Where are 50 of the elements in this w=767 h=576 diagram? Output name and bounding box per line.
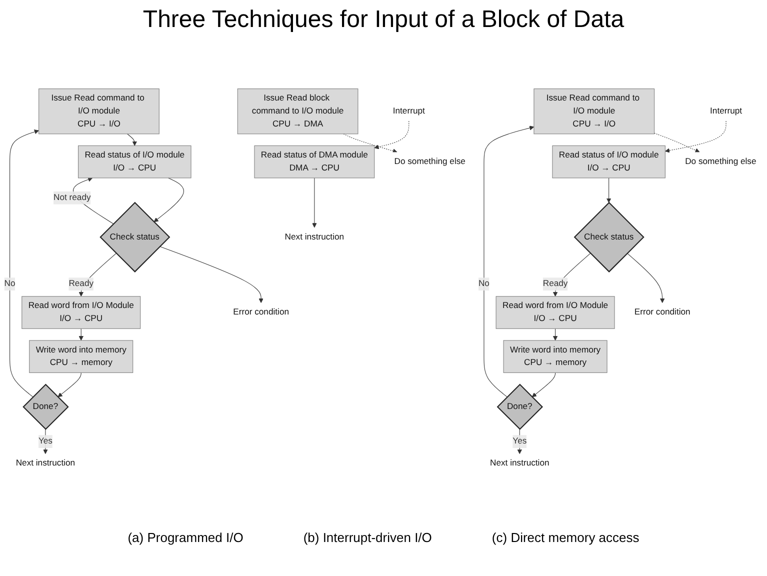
edge-label: Ready bbox=[68, 279, 94, 288]
arrow bbox=[606, 178, 612, 203]
arrow bbox=[654, 132, 700, 153]
node-box: Read status of I/O module I/O → CPU bbox=[552, 145, 666, 178]
node-box: Issue Read command to I/O module CPU → I/O bbox=[534, 88, 655, 134]
figure-caption: (c) Direct memory access bbox=[492, 530, 640, 545]
edge-label: Ready bbox=[542, 279, 568, 288]
node-text: Next instruction bbox=[490, 458, 550, 468]
node-box: Write word into memory CPU → memory bbox=[29, 340, 134, 373]
arrow bbox=[552, 328, 558, 341]
arrow bbox=[160, 246, 264, 304]
edge-label: No bbox=[478, 279, 490, 288]
arrow bbox=[312, 178, 317, 228]
node-diamond: Check status bbox=[100, 202, 170, 272]
arrow bbox=[532, 372, 556, 398]
edge-label: Not ready bbox=[54, 193, 91, 202]
arrow bbox=[664, 120, 726, 153]
node-box: Read word from I/O Module I/O → CPU bbox=[22, 296, 141, 329]
node-box: Issue Read command to I/O module CPU → I/O bbox=[38, 88, 160, 134]
edge-label: No bbox=[4, 279, 16, 288]
arrow bbox=[78, 328, 84, 341]
node-diamond: Check status bbox=[574, 202, 644, 272]
node-text: Error condition bbox=[634, 308, 690, 317]
arrow bbox=[10, 130, 40, 398]
node-diamond: Done? bbox=[496, 384, 543, 430]
node-box: Read status of DMA module DMA → CPU bbox=[254, 145, 375, 178]
edge-label: Yes bbox=[38, 436, 52, 446]
node-box: Read word from I/O Module I/O → CPU bbox=[496, 296, 615, 329]
figure-caption: (b) Interrupt-driven I/O bbox=[303, 530, 432, 545]
diagram-title: Three Techniques for Input of a Block of Data bbox=[142, 6, 626, 34]
node-text: Error condition bbox=[233, 308, 289, 317]
edge-label: Yes bbox=[512, 436, 527, 446]
arrow bbox=[484, 126, 534, 398]
node-text: Do something else bbox=[394, 157, 466, 166]
node-text: Do something else bbox=[685, 157, 756, 166]
arrow bbox=[374, 120, 410, 150]
arrow bbox=[154, 178, 184, 222]
node-box: Issue Read block command to I/O module CPU → DMA bbox=[237, 88, 358, 134]
arrow bbox=[343, 134, 398, 154]
node-text: Next instruction bbox=[16, 458, 76, 468]
node-text: Interrupt bbox=[710, 106, 742, 116]
arrow bbox=[58, 372, 82, 398]
arrow bbox=[626, 253, 665, 304]
node-diamond: Done? bbox=[22, 384, 69, 430]
arrow bbox=[126, 134, 137, 146]
figure-caption: (a) Programmed I/O bbox=[128, 530, 244, 545]
node-box: Write word into memory CPU → memory bbox=[503, 340, 608, 373]
node-box: Read status of I/O module I/O → CPU bbox=[78, 145, 192, 178]
node-text: Interrupt bbox=[392, 106, 425, 116]
node-text: Next instruction bbox=[284, 232, 344, 242]
